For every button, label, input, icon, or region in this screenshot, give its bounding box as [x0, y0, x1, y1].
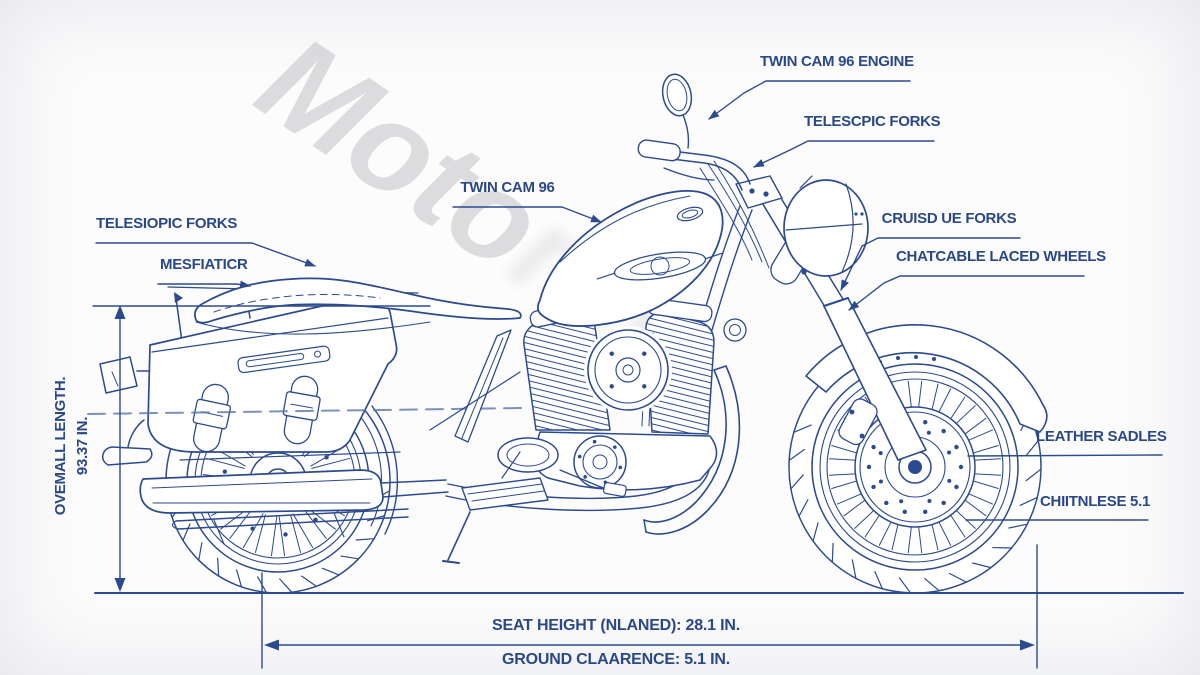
- callout-leaders: [95, 80, 1163, 521]
- brake-pedal: [559, 469, 627, 497]
- callout-twin-cam-center: TWIN CAM 96: [460, 179, 555, 196]
- engine-guard: [643, 318, 747, 535]
- rear-fender: [99, 286, 419, 535]
- callout-mesfiaticr: MESFIATICR: [160, 256, 248, 273]
- overall-length-label: OVEMALL LENGTH.: [52, 376, 70, 516]
- mirror: [661, 73, 693, 117]
- overall-length-value: 93.37 IN.: [74, 416, 91, 476]
- callout-chatcable-laced-wheels: CHATCABLE LACED WHEELS: [896, 248, 1106, 265]
- callout-leather-sadles: LEATHER SADLES: [1036, 428, 1167, 445]
- frame-tubes: [429, 205, 753, 443]
- callout-chiitnlese: CHIITNLESE 5.1: [1040, 493, 1150, 510]
- ground-clearance-dimension: GROUND CLAARENCE: 5.1 IN.: [502, 651, 730, 668]
- overall-length-dimension: OVEMALL LENGTH. 93.37 IN.: [0, 352, 158, 540]
- floorboard: [461, 451, 549, 511]
- headlight: [783, 175, 869, 277]
- seat-height-dimension: SEAT HEIGHT (NLANED): 28.1 IN.: [492, 617, 740, 634]
- kickstand: [442, 511, 471, 564]
- engine: [497, 297, 718, 491]
- saddlebag: [87, 297, 526, 545]
- tank-emblem: [596, 251, 724, 281]
- callout-twin-cam-engine: TWIN CAM 96 ENGINE: [760, 53, 914, 70]
- front-wheel: [788, 340, 1042, 594]
- callout-telesiopic-forks: TELESIOPIC FORKS: [96, 215, 238, 232]
- dimension-lines: [92, 305, 1184, 669]
- seat: [194, 277, 522, 335]
- fuel-tank: [536, 190, 724, 327]
- callout-telescpic-forks: TELESCPIC FORKS: [804, 113, 941, 130]
- callout-cruisd-ue-forks: CRUISD UE FORKS: [881, 210, 1017, 227]
- handlebar: [637, 73, 770, 269]
